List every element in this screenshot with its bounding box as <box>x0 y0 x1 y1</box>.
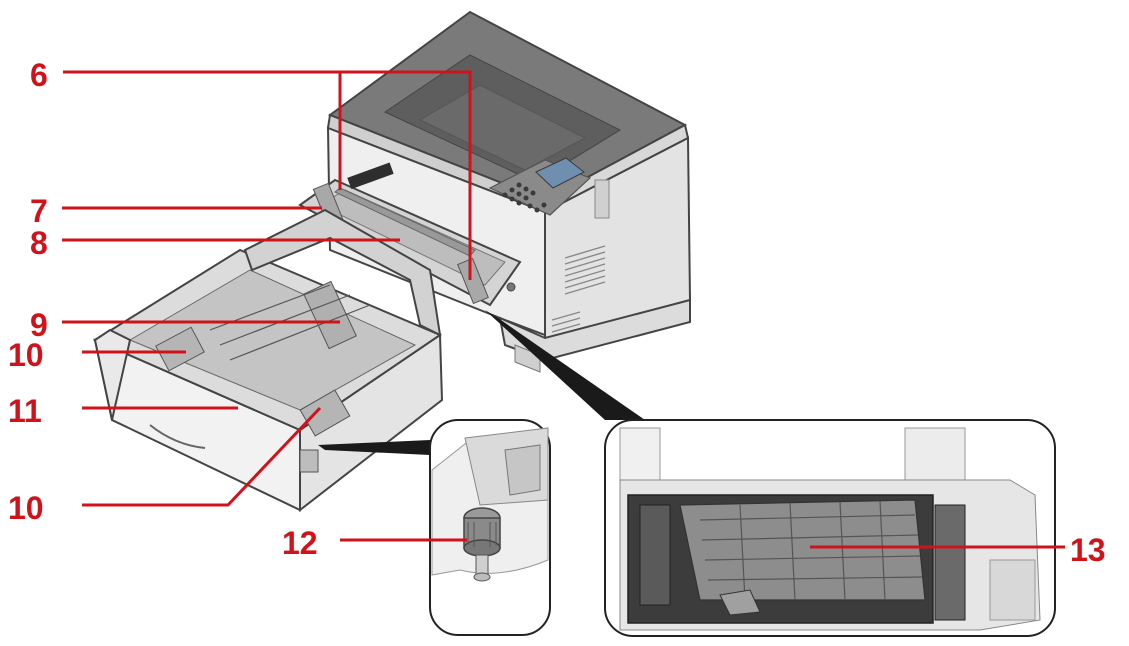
paper-cassette <box>92 208 444 513</box>
mp-tray-guide-right <box>457 257 489 305</box>
callout-labels: 6 7 8 9 10 11 10 12 13 <box>8 57 1106 568</box>
power-button <box>506 282 516 292</box>
zoom-connector-dial <box>318 440 430 455</box>
callout-13-label: 13 <box>1070 532 1106 568</box>
callout-7-label: 7 <box>30 193 48 229</box>
callout-12-label: 12 <box>282 525 318 561</box>
leader-lines <box>62 70 1065 549</box>
callout-10a-label: 10 <box>8 337 44 373</box>
cassette-width-guide-left <box>155 326 205 372</box>
mp-tray-extension <box>334 187 476 257</box>
callout-11-label: 11 <box>8 393 42 429</box>
callout-10b-label: 10 <box>8 490 44 526</box>
display-screen <box>535 157 585 189</box>
callout-9-label: 9 <box>30 307 48 343</box>
printer-illustration <box>298 10 692 373</box>
panel-buttons <box>502 182 547 213</box>
callout-8-label: 8 <box>30 225 48 261</box>
zoom-connector-feed <box>485 310 645 420</box>
side-vent <box>551 245 606 333</box>
inset-feed-unit <box>604 419 1056 637</box>
inset-size-dial <box>429 419 551 636</box>
feed-cover <box>679 499 926 601</box>
callout-6-label: 6 <box>30 57 48 93</box>
